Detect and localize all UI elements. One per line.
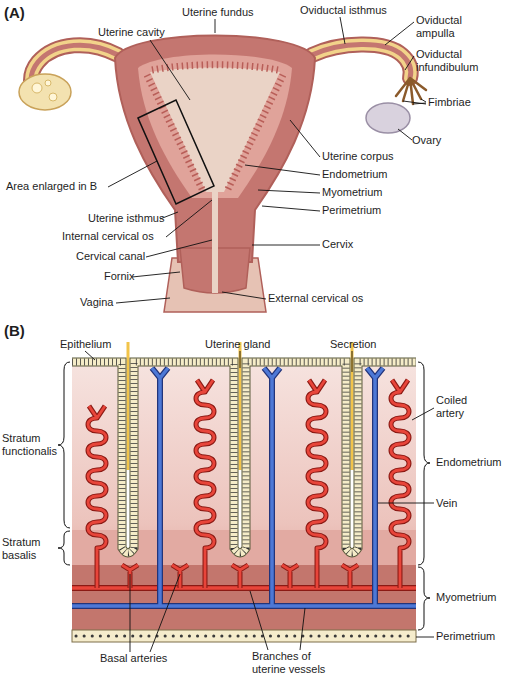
bracket bbox=[58, 362, 430, 630]
part-label: Uterine cavity bbox=[98, 26, 165, 39]
part-label: Cervix bbox=[322, 238, 353, 251]
part-label: External cervical os bbox=[268, 292, 363, 305]
part-label: Secretion bbox=[330, 338, 376, 351]
part-label: Epithelium bbox=[60, 338, 111, 351]
part-label: Cervical canal bbox=[76, 250, 145, 263]
part-label: Uterine gland bbox=[205, 338, 270, 351]
panel-label: (B) bbox=[4, 322, 25, 339]
part-label: Myometrium bbox=[436, 591, 497, 604]
oviduct-lumen bbox=[312, 44, 411, 78]
part-label: Area enlarged in B bbox=[6, 180, 97, 193]
part-label: Oviductal ampulla bbox=[416, 14, 474, 40]
perimetrium-cells bbox=[72, 630, 416, 642]
endometrium-layer bbox=[138, 55, 292, 199]
epithelium-layer bbox=[72, 362, 416, 553]
part-label: Endometrium bbox=[322, 168, 387, 181]
ovary-shape bbox=[19, 74, 71, 110]
part-label: Endometrium bbox=[436, 456, 501, 469]
leader-line bbox=[85, 351, 434, 652]
enlarge-box bbox=[138, 100, 214, 204]
part-label: Perimetrium bbox=[436, 630, 495, 643]
part-label: Oviductal isthmus bbox=[300, 4, 387, 17]
epithelium-layer bbox=[72, 362, 416, 553]
part-label: Ovary bbox=[412, 134, 441, 147]
part-label: Coiled artery bbox=[436, 394, 476, 420]
part-label: Fornix bbox=[104, 270, 135, 283]
epithelium-cells bbox=[72, 362, 416, 553]
uterine-cavity bbox=[150, 68, 280, 193]
follicle bbox=[49, 93, 57, 101]
oviduct-outline bbox=[312, 44, 411, 78]
part-label: Branches of uterine vessels bbox=[252, 650, 334, 676]
part-label: Uterine corpus bbox=[322, 150, 394, 163]
panel-label: (A) bbox=[4, 4, 25, 21]
endometrial-glands bbox=[147, 65, 283, 191]
part-label: Fimbriae bbox=[428, 96, 471, 109]
leader-line bbox=[108, 17, 426, 303]
part-label: Internal cervical os bbox=[62, 230, 154, 243]
cervical-canal bbox=[212, 192, 218, 293]
part-label: Uterine isthmus bbox=[88, 212, 164, 225]
myometrium-tissue bbox=[72, 565, 416, 630]
perimetrium-nuclei bbox=[76, 635, 414, 638]
part-label: Perimetrium bbox=[322, 204, 381, 217]
part-label: Oviductal infundibulum bbox=[416, 48, 486, 74]
oviduct-wall bbox=[312, 44, 411, 78]
part-label: Stratum basalis bbox=[2, 536, 56, 562]
uterine-artery bbox=[72, 586, 416, 590]
follicle bbox=[32, 83, 42, 93]
endometrium-tissue bbox=[72, 362, 416, 565]
part-label: Stratum functionalis bbox=[2, 432, 56, 458]
part-label: Myometrium bbox=[322, 186, 383, 199]
part-label: Basal arteries bbox=[100, 652, 167, 665]
part-label: Uterine fundus bbox=[182, 6, 254, 19]
part-label: Vein bbox=[436, 497, 457, 510]
follicle bbox=[45, 80, 51, 86]
ovary-shape bbox=[366, 103, 410, 133]
part-label: Vagina bbox=[80, 296, 113, 309]
fimbriae-shape bbox=[396, 78, 426, 104]
uterine-artery bbox=[72, 585, 416, 591]
